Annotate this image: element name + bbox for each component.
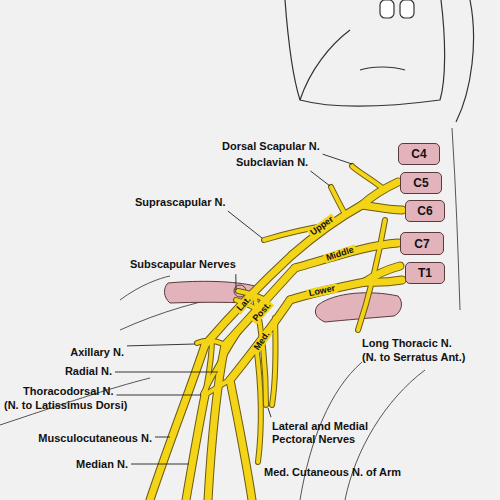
nerve-label: Long Thoracic N. xyxy=(362,337,452,350)
nerve-label: Axillary N. xyxy=(70,346,124,359)
leader-line xyxy=(268,408,271,417)
vertebra-body: T1 xyxy=(405,262,445,284)
leader-line xyxy=(127,344,195,346)
nerve-label: Musculocutaneous N. xyxy=(38,432,152,445)
vertebra-body: C4 xyxy=(398,143,440,165)
nerve-label: Thoracodorsal N. xyxy=(23,385,113,398)
leader-line xyxy=(323,154,352,164)
vertebra-label: C4 xyxy=(411,147,426,161)
vertebra-label: C7 xyxy=(414,237,429,251)
vertebra-body: C5 xyxy=(400,172,442,194)
skull-outline xyxy=(285,0,474,122)
leader-line xyxy=(155,437,170,438)
nerve-label: Median N. xyxy=(76,458,128,471)
leader-line xyxy=(235,274,236,290)
nerve-label: Radial N. xyxy=(65,365,112,378)
nerve-label: Subclavian N. xyxy=(236,156,308,169)
nerve-label: Subscapular Nerves xyxy=(130,258,236,271)
vertebra-label: T1 xyxy=(418,266,432,280)
leader-line xyxy=(115,372,218,373)
body-outline xyxy=(0,128,460,500)
leader-line xyxy=(131,464,189,465)
vertebra-body: C7 xyxy=(400,232,444,255)
leader-line xyxy=(116,395,201,396)
trunk-label: Lower xyxy=(306,283,338,298)
vertebra-body: C6 xyxy=(405,200,445,222)
nerve-note: (N. to Latissimus Dorsi) xyxy=(4,399,127,412)
vertebra-label: C5 xyxy=(413,176,428,190)
nerve-label: Suprascapular N. xyxy=(135,196,225,209)
trunk-label: Middle xyxy=(323,245,357,264)
leader-line xyxy=(311,171,330,186)
nerve-note: (N. to Serratus Ant.) xyxy=(362,351,466,364)
nerve-label: Med. Cutaneous N. of Arm xyxy=(264,466,401,479)
vertebra-label: C6 xyxy=(417,204,432,218)
leader-line xyxy=(228,211,262,238)
nerves xyxy=(150,166,402,500)
nerve-label: Dorsal Scapular N. xyxy=(222,140,320,153)
nerve-label: Lateral and Medial Pectoral Nerves xyxy=(272,420,397,446)
